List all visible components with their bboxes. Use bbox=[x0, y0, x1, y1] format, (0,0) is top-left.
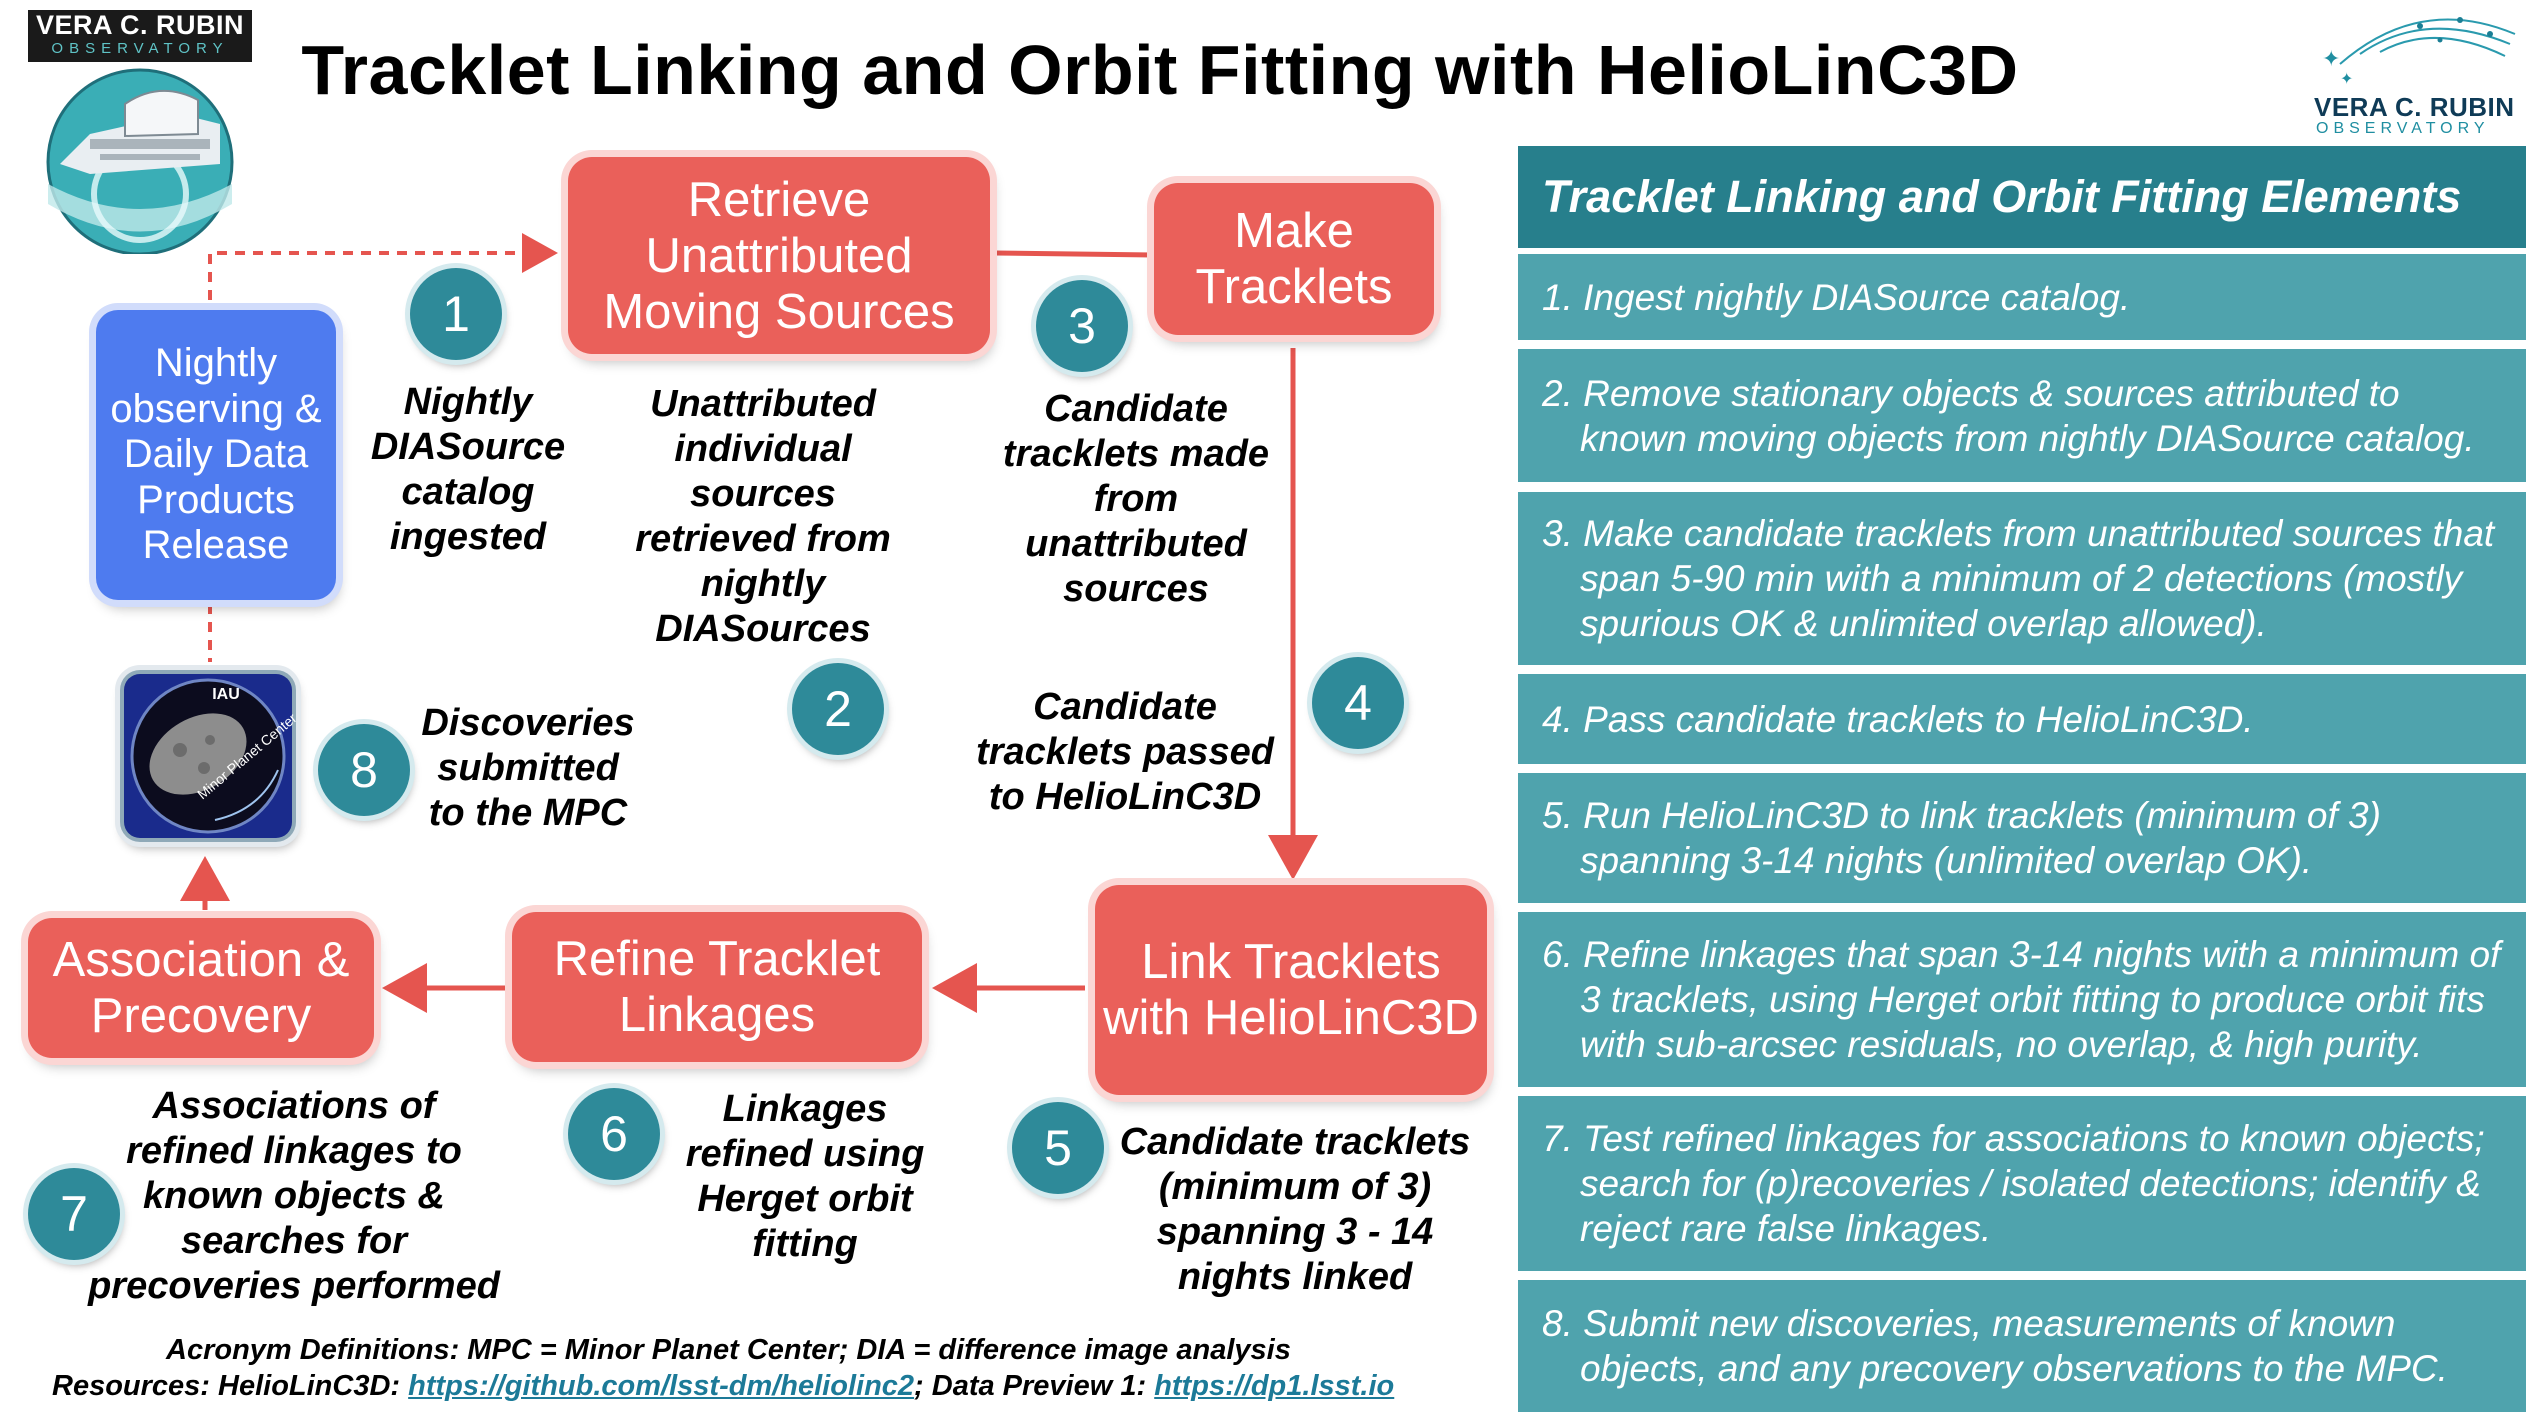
resources-line: Resources: HelioLinC3D: https://github.c… bbox=[52, 1368, 1492, 1404]
svg-text:✦: ✦ bbox=[2340, 69, 2353, 88]
panel-item-1-text: 1. Ingest nightly DIASource catalog. bbox=[1542, 276, 2131, 318]
step-5-description: Candidate tracklets (minimum of 3) spann… bbox=[1119, 1121, 1471, 1298]
step-4-marker: 4 bbox=[1312, 657, 1404, 749]
step-5-marker: 5 bbox=[1012, 1102, 1104, 1194]
mpc-logo: IAU Minor Planet Center bbox=[120, 670, 300, 842]
asteroid-icon bbox=[124, 674, 292, 838]
step-1-description: Nightly DIASource catalog ingested bbox=[370, 381, 566, 558]
panel-item-5-text: 5. Run HelioLinC3D to link tracklets (mi… bbox=[1542, 795, 2381, 881]
refine-linkages-box: Refine Tracklet Linkages bbox=[512, 912, 922, 1062]
panel-item-3: 3. Make candidate tracklets from unattri… bbox=[1518, 492, 2526, 665]
connector-nightly-to-retrieve bbox=[208, 233, 558, 300]
rubin-wordmark-left: VERA C. RUBIN OBSERVATORY bbox=[28, 10, 252, 62]
svg-text:✦: ✦ bbox=[2322, 47, 2340, 72]
rubin-wordmark-right-line1: VERA C. RUBIN bbox=[2314, 92, 2515, 122]
panel-item-7: 7. Test refined linkages for association… bbox=[1518, 1096, 2526, 1271]
step-6-description: Linkages refined using Herget orbit fitt… bbox=[685, 1088, 925, 1265]
acronym-definitions: Acronym Definitions: MPC = Minor Planet … bbox=[166, 1334, 1291, 1366]
nightly-observing-box: Nightly observing & Daily Data Products … bbox=[96, 310, 336, 600]
panel-item-7-text: 7. Test refined linkages for association… bbox=[1542, 1118, 2485, 1249]
dp1-link[interactable]: https://dp1.lsst.io bbox=[1154, 1370, 1395, 1402]
rubin-logo-right: ✦ ✦ VERA C. RUBIN OBSERVATORY bbox=[2300, 4, 2530, 144]
panel-item-4: 4. Pass candidate tracklets to HelioLinC… bbox=[1518, 674, 2526, 764]
step-1-marker: 1 bbox=[410, 268, 502, 360]
panel-item-2-text: 2. Remove stationary objects & sources a… bbox=[1542, 372, 2475, 459]
panel-item-1: 1. Ingest nightly DIASource catalog. bbox=[1518, 254, 2526, 340]
mpc-logo-iau-text: IAU bbox=[212, 686, 240, 703]
step-2-marker: 2 bbox=[792, 663, 884, 755]
rubin-wordmark-line2: OBSERVATORY bbox=[51, 40, 229, 57]
step-4-description: Candidate tracklets passed to HelioLinC3… bbox=[976, 686, 1274, 818]
panel-item-4-text: 4. Pass candidate tracklets to HelioLinC… bbox=[1542, 698, 2254, 740]
rubin-logo-left: VERA C. RUBIN OBSERVATORY bbox=[28, 10, 252, 254]
heliolinc-link[interactable]: https://github.com/lsst-dm/heliolinc2 bbox=[408, 1370, 915, 1402]
panel-item-8: 8. Submit new discoveries, measurements … bbox=[1518, 1280, 2526, 1412]
step-8-marker: 8 bbox=[318, 724, 410, 816]
constellation-arc-icon: ✦ ✦ bbox=[2322, 17, 2516, 88]
resources-mid: ; Data Preview 1: bbox=[914, 1370, 1155, 1402]
step-3-marker: 3 bbox=[1036, 280, 1128, 372]
panel-item-8-text: 8. Submit new discoveries, measurements … bbox=[1542, 1303, 2448, 1389]
rubin-wordmark-line1: VERA C. RUBIN bbox=[35, 10, 244, 40]
panel-item-3-text: 3. Make candidate tracklets from unattri… bbox=[1542, 513, 2495, 644]
page-title: Tracklet Linking and Orbit Fitting with … bbox=[301, 31, 2019, 109]
step-7-description: Associations of refined linkages to know… bbox=[88, 1085, 500, 1307]
panel-header: Tracklet Linking and Orbit Fitting Eleme… bbox=[1518, 146, 2526, 248]
association-precovery-box: Association & Precovery bbox=[28, 918, 374, 1058]
resources-prefix: Resources: HelioLinC3D: bbox=[52, 1370, 409, 1402]
link-tracklets-box: Link Tracklets with HelioLinC3D bbox=[1095, 885, 1487, 1095]
step-3-description: Candidate tracklets made from unattribut… bbox=[1002, 388, 1270, 610]
panel-item-2: 2. Remove stationary objects & sources a… bbox=[1518, 349, 2526, 482]
flow-connectors bbox=[180, 233, 1318, 1013]
step-6-marker: 6 bbox=[568, 1088, 660, 1180]
step-7-marker: 7 bbox=[28, 1168, 120, 1260]
panel-item-6: 6. Refine linkages that span 3-14 nights… bbox=[1518, 912, 2526, 1087]
rubin-wordmark-right-line2: OBSERVATORY bbox=[2316, 120, 2490, 137]
retrieve-unattributed-box: Retrieve Unattributed Moving Sources bbox=[568, 157, 990, 354]
observatory-badge-icon bbox=[46, 68, 234, 254]
panel-item-5: 5. Run HelioLinC3D to link tracklets (mi… bbox=[1518, 773, 2526, 903]
step-8-description: Discoveries submitted to the MPC bbox=[421, 702, 635, 834]
step-2-description: Unattributed individual sources retrieve… bbox=[635, 383, 891, 650]
make-tracklets-box: Make Tracklets bbox=[1154, 183, 1434, 335]
panel-item-6-text: 6. Refine linkages that span 3-14 nights… bbox=[1542, 934, 2501, 1065]
connector-retrieve-to-make bbox=[994, 250, 1156, 258]
